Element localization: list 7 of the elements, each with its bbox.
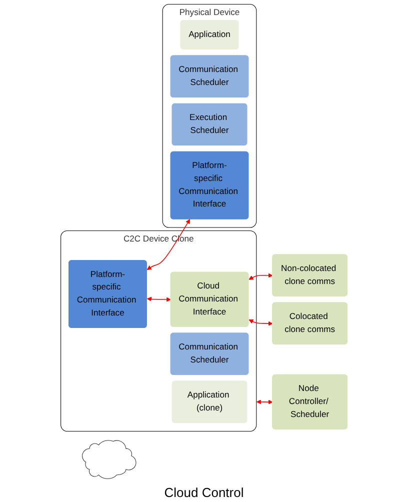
group-caption: Cloud Control (164, 485, 244, 500)
arrow (248, 273, 273, 280)
arrow (248, 319, 273, 326)
node-cloud (82, 440, 136, 479)
arrow (146, 219, 190, 270)
arrow (256, 400, 273, 404)
arrow (146, 296, 172, 302)
